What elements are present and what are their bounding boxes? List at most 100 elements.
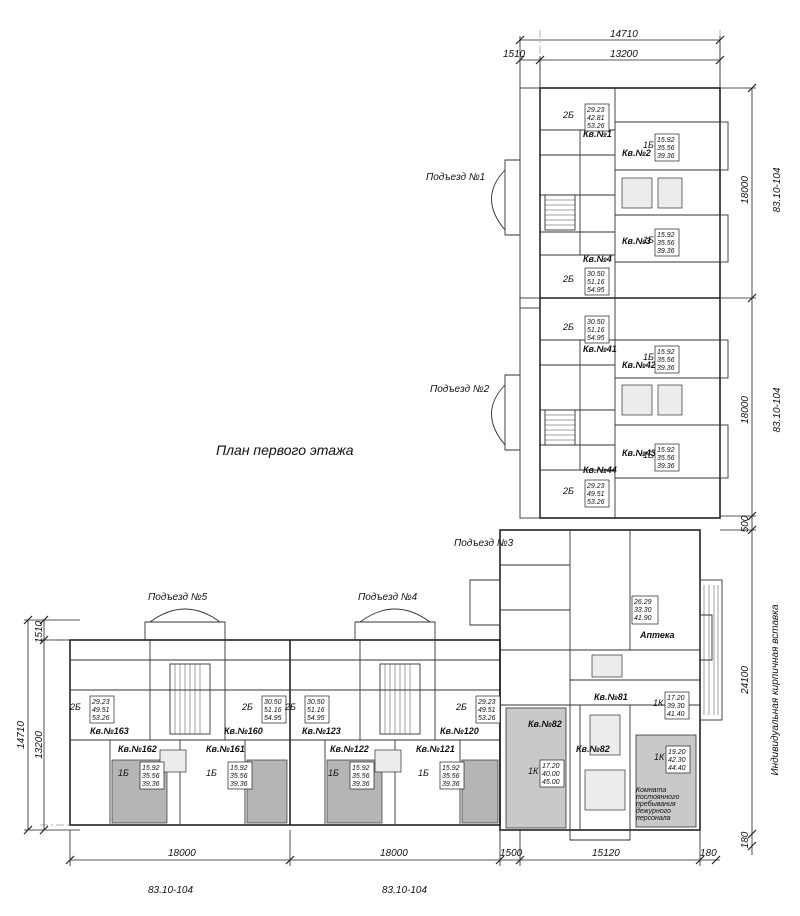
area-value: 49.51 [478,707,496,714]
entrance-label-3: Подъезд №3 [454,538,514,549]
area-value: 30.50 [264,699,282,706]
area-value: 15.92 [657,349,675,356]
svg-text:26.29: 26.29 [633,599,652,606]
dim-bottom-180: 180 [700,848,717,859]
series-label-right-a: 83.10-104 [772,167,783,212]
dim-right-180: 180 [740,831,751,848]
area-value: 41.40 [667,711,685,718]
area-value: 39.36 [352,781,370,788]
area-box [654,443,680,472]
apartment-number: Кв.№121 [416,744,455,754]
apartment-type: 2Б [241,702,253,712]
area-value: 39.30 [667,703,685,710]
area-value: 51.16 [264,707,282,714]
apartment-type: 2Б [562,274,574,284]
area-value: 17.20 [667,695,685,702]
area-value: 35.56 [657,240,675,247]
apartment-type: 1К [653,698,664,708]
apartment-number: Кв.№4 [583,254,612,264]
area-box [539,759,565,788]
apartment-number: Кв.№2 [622,148,651,158]
area-value: 39.36 [657,248,675,255]
area-value: 15.92 [230,765,248,772]
staff-room-note: Комната постоянного пребывания дежурного… [636,787,679,822]
apartment-number: Кв.№82 [576,744,610,754]
area-value: 35.56 [230,773,248,780]
apartment-number: Кв.№123 [302,726,341,736]
area-value: 30.50 [587,319,605,326]
area-value: 51.16 [587,327,605,334]
area-value: 42.30 [668,757,686,764]
pharmacy-label: Аптека [639,630,675,640]
area-box [475,695,501,724]
apartment-number: Кв.№161 [206,744,245,754]
area-value: 39.36 [657,463,675,470]
apartment-number: Кв.№43 [622,448,656,458]
area-value: 35.56 [657,357,675,364]
apartment-type: 1Б [643,450,654,460]
area-value: 39.36 [442,781,460,788]
apartment-type: 2Б [455,702,467,712]
area-value: 54.95 [264,715,282,722]
area-box [584,315,610,344]
dim-left-14710: 14710 [16,721,27,749]
area-box [89,695,115,724]
area-value: 53.26 [587,123,605,130]
apartment-type: 2Б [562,486,574,496]
area-value: 29.23 [586,107,605,114]
svg-text:Комната: Комната [636,787,666,794]
area-value: 42.81 [587,115,605,122]
apartment-type: 1Б [643,352,654,362]
area-value: 29.23 [477,699,496,706]
area-value: 39.36 [142,781,160,788]
apartment-type: 1Б [643,235,654,245]
area-value: 51.16 [587,279,605,286]
apartment-number: Кв.№1 [583,129,612,139]
dim-top-total: 14710 [610,29,638,40]
svg-text:персонала: персонала [636,815,671,822]
entrance-label-1: Подъезд №1 [426,172,485,183]
apartment-type: 1Б [118,768,129,778]
series-label-bottom-a: 83.10-104 [148,885,193,896]
left-dimensions: 1510 14710 13200 [16,615,80,835]
apartment-number: Кв.№162 [118,744,157,754]
apartment-type: 2Б [69,702,81,712]
area-box [349,761,375,790]
area-value: 17.20 [542,763,560,770]
area-value: 39.36 [657,153,675,160]
area-value: 53.26 [587,499,605,506]
area-value: 30.50 [307,699,325,706]
apartment-number: Кв.№3 [622,236,651,246]
series-label-right-b: 83.10-104 [772,387,783,432]
area-box [261,695,287,724]
area-box [654,133,680,162]
area-value: 19.20 [668,749,686,756]
area-value: 45.00 [542,779,560,786]
entrance-label-4: Подъезд №4 [358,592,418,603]
dim-left-1510: 1510 [34,620,45,643]
apartment-type: 2Б [562,110,574,120]
apartment-number: Кв.№82 [528,719,562,729]
area-value: 35.56 [142,773,160,780]
apartment-number: Кв.№81 [594,692,628,702]
area-box [654,228,680,257]
area-box [439,761,465,790]
area-value: 30.50 [587,271,605,278]
svg-text:постоянного: постоянного [636,794,679,801]
dim-bottom-1500: 1500 [500,848,523,859]
area-value: 40.00 [542,771,560,778]
apartment-number: Кв.№41 [583,344,617,354]
dim-right-24100: 24100 [740,666,751,695]
pharmacy-unit: 26.29 33.30 41.90 Аптека [631,595,675,640]
dim-right-500: 500 [740,515,751,532]
plan-title: План первого этажа [216,442,354,458]
area-box [664,691,690,720]
vertical-wing [491,87,729,519]
